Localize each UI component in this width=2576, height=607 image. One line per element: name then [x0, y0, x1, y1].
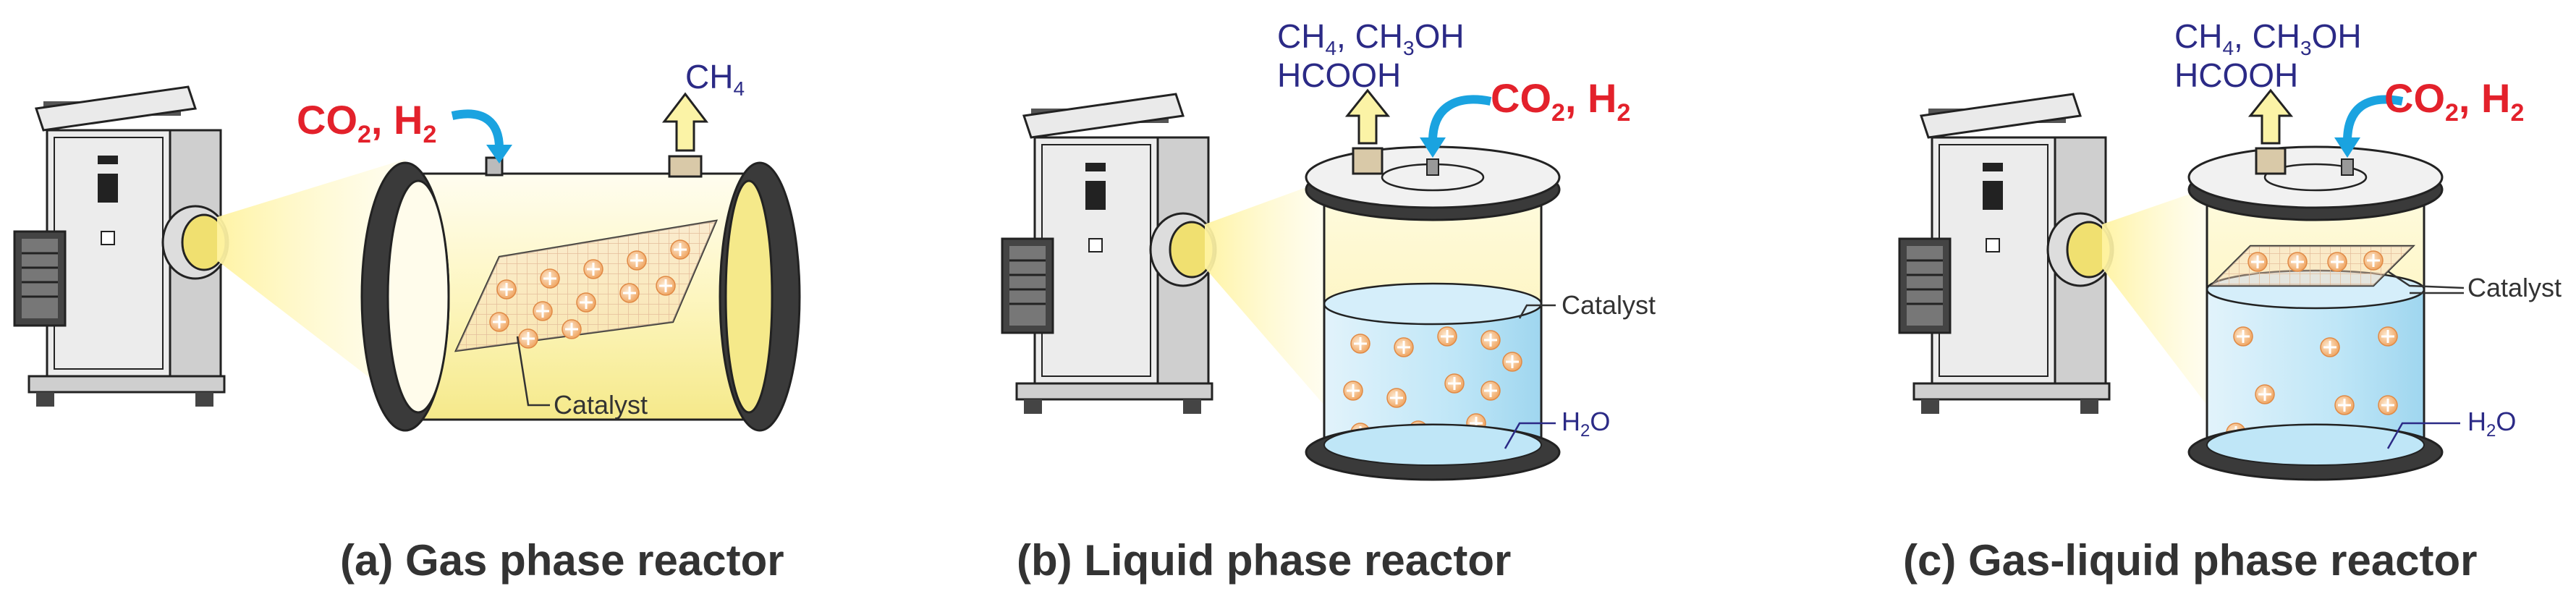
product-label-line1: CH4, CH3OH	[2174, 17, 2362, 59]
light-beam	[2102, 188, 2207, 405]
inlet-arrow-icon	[1428, 95, 1492, 142]
product-label-line1: CH4, CH3OH	[1277, 17, 1465, 59]
water-label: H2O	[2467, 407, 2516, 441]
panel-c: CH4, CH3OH HCOOH CO2, H2 Catalyst H2O (c…	[1898, 17, 2562, 585]
inlet-label: CO2, H2	[2384, 75, 2524, 127]
panel-a-caption: (a) Gas phase reactor	[340, 536, 784, 585]
water-layer	[2207, 289, 2424, 449]
inlet-arrow-icon	[451, 109, 504, 149]
outlet-arrow-icon	[2247, 88, 2294, 145]
outlet-arrow-icon	[661, 92, 709, 152]
outlet-port	[1352, 147, 1384, 175]
inlet-port	[485, 156, 504, 177]
lamp-icon	[13, 85, 229, 408]
inlet-arrow-icon	[2343, 95, 2404, 142]
catalyst-plate	[454, 219, 719, 352]
panel-b: CH4, CH3OH HCOOH CO2, H2 Catalyst H2O (b…	[1001, 17, 1656, 585]
product-label-line2: HCOOH	[1277, 56, 1401, 94]
outlet-port	[668, 155, 703, 178]
lamp-icon	[1001, 93, 1217, 415]
catalyst-label: Catalyst	[2467, 273, 2562, 302]
reactor-tube	[404, 172, 747, 421]
panel-b-caption: (b) Liquid phase reactor	[1017, 536, 1511, 585]
inlet-label: CO2, H2	[297, 97, 436, 148]
light-beam	[217, 159, 405, 405]
outlet-port	[2255, 147, 2287, 175]
panel-c-caption: (c) Gas-liquid phase reactor	[1903, 536, 2478, 585]
product-label-line2: HCOOH	[2174, 56, 2298, 94]
catalyst-label: Catalyst	[1562, 290, 1656, 320]
inlet-port	[1426, 158, 1439, 176]
inlet-label: CO2, H2	[1491, 75, 1630, 127]
outlet-arrow-icon	[1344, 88, 1391, 145]
catalyst-label: Catalyst	[554, 390, 648, 420]
light-beam	[1205, 181, 1324, 405]
water-label: H2O	[1562, 407, 1610, 441]
panel-a: CO2, H2 CH4 Catalyst (a) Gas phase react…	[13, 58, 801, 585]
lamp-icon	[1898, 93, 2114, 415]
inlet-port	[2341, 158, 2354, 176]
outlet-label: CH4	[685, 58, 745, 100]
